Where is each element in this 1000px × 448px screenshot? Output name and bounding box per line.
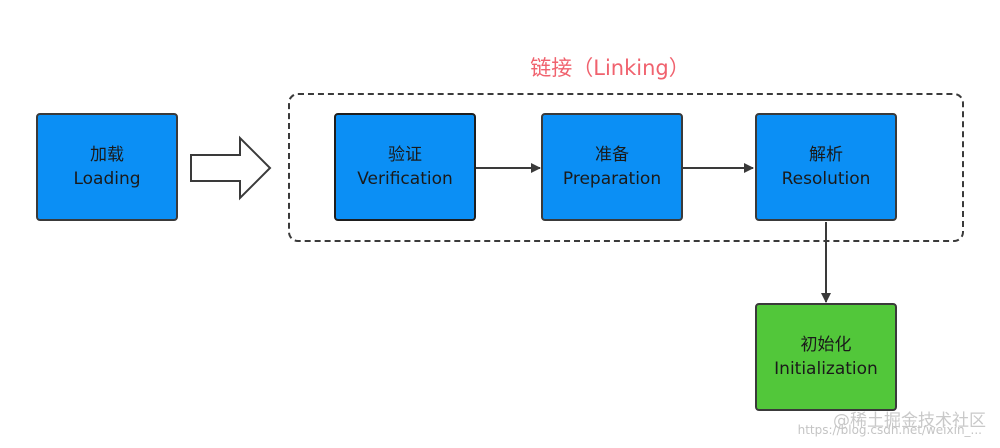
node-initialization-en: Initialization [774,359,878,379]
hollow-block-arrow [190,135,272,201]
node-resolution: 解析 Resolution [755,113,897,221]
node-loading-en: Loading [73,169,141,189]
node-loading-zh: 加载 [90,145,124,165]
linking-group-title: 链接（Linking） [530,56,690,80]
watermark: @稀土掘金技术社区 https://blog.csdn.net/weixin_.… [798,410,986,437]
linking-group-frame [288,93,964,242]
node-resolution-en: Resolution [781,169,871,189]
node-resolution-zh: 解析 [809,145,843,165]
node-initialization-zh: 初始化 [800,335,852,355]
node-preparation-en: Preparation [562,169,662,189]
node-verification-en: Verification [357,169,453,189]
node-loading: 加载 Loading [36,113,178,221]
node-verification: 验证 Verification [334,113,476,221]
watermark-url: https://blog.csdn.net/weixin_... [797,423,982,437]
node-initialization: 初始化 Initialization [755,303,897,411]
watermark-text: @稀土掘金技术社区 [833,411,986,431]
node-preparation-zh: 准备 [595,145,629,165]
node-preparation: 准备 Preparation [541,113,683,221]
node-verification-zh: 验证 [388,145,422,165]
